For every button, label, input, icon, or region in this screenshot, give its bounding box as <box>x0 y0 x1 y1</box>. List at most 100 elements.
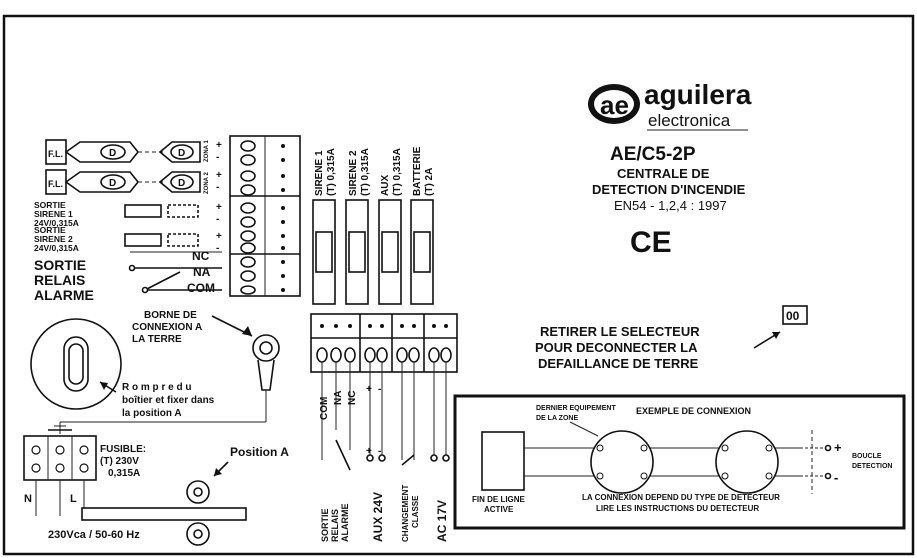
sortie-sirene1-a: SORTIE <box>34 200 66 210</box>
sortie-sirene2-b: SIRENE 2 <box>34 234 73 244</box>
svg-text:-: - <box>216 214 219 225</box>
breakout-hole <box>30 318 122 410</box>
bottom-alarme: ALARME <box>340 504 350 543</box>
sortie-relais-a: SORTIE <box>34 257 86 273</box>
zona2-label: ZONA 2 <box>204 172 210 194</box>
sirene2-symbol: + - <box>124 231 222 254</box>
term-minus1: - <box>378 384 381 395</box>
example-dernier-a: DERNIER EQUIPEMENT <box>536 405 616 412</box>
d-label-1b: D <box>178 148 185 159</box>
term-nc: NC <box>347 391 358 405</box>
relay-symbol <box>128 251 222 294</box>
svg-text:-: - <box>216 243 219 254</box>
sortie-sirene2-c: 24V/0,315A <box>34 243 79 253</box>
fuses <box>312 199 434 305</box>
example-minus: - <box>834 470 838 485</box>
example-note1: LA CONNEXION DEPEND DU TYPE DE DETECTEUR <box>582 493 780 502</box>
selector-jumper-label: 00 <box>786 309 800 323</box>
example-fin-b: ACTIVE <box>484 505 514 514</box>
position-a-label: Position A <box>230 445 289 459</box>
example-fin-a: FIN DE LIGNE <box>472 495 526 504</box>
svg-text:+: + <box>216 202 222 213</box>
earth-lug <box>59 315 280 434</box>
zone-2: F.L. D D ZONA 2 + - <box>45 169 222 195</box>
selector-arrow <box>753 331 781 349</box>
fl-label-2: F.L. <box>48 179 63 189</box>
term-plus1: + <box>366 384 372 395</box>
fusible-c: 0,315A <box>108 468 140 479</box>
sortie-relais-c: ALARME <box>34 287 94 303</box>
mains-n: N <box>24 493 32 505</box>
brand-logo: ae aguilera electronica <box>588 79 752 131</box>
example-panel <box>453 394 906 530</box>
brand-name: aguilera <box>644 79 752 110</box>
rompre-c: la position A <box>122 408 182 419</box>
selector-jumper[interactable] <box>782 305 808 325</box>
product-standard: EN54 - 1,2,4 : 1997 <box>614 198 727 213</box>
fuse3-label-a: AUX <box>380 175 391 196</box>
center-terminal-block <box>310 313 458 373</box>
bottom-sortie: SORTIE <box>320 508 330 542</box>
relay-com: COM <box>187 281 215 295</box>
brand-sub: electronica <box>648 111 731 130</box>
d-label-2a: D <box>109 178 116 189</box>
logo-mark: ae <box>600 90 629 120</box>
position-a-lug <box>81 461 247 546</box>
mains-terminal <box>23 425 97 516</box>
selector-a: RETIRER LE SELECTEUR <box>540 324 700 339</box>
rompre-a: R o m p r e d u <box>122 382 191 393</box>
fuse-labels: SIRENE 1 (T) 0,315A SIRENE 2 (T) 0,315A … <box>314 146 435 196</box>
mains-rating: 230Vca / 50-60 Hz <box>48 529 140 541</box>
bottom-classe: CLASSE <box>411 495 420 528</box>
relay-na: NA <box>193 265 211 279</box>
term-na: NA <box>333 391 344 405</box>
sortie-relais-b: RELAIS <box>34 272 85 288</box>
product-model: AE/C5-2P <box>610 144 696 165</box>
product-line2: DETECTION D'INCENDIE <box>592 182 746 197</box>
fuse2-label-b: (T) 0,315A <box>360 148 371 196</box>
bottom-ac17v: AC 17V <box>435 500 449 542</box>
bottom-aux24v: AUX 24V <box>371 492 385 542</box>
fuse2-label-a: SIRENE 2 <box>348 150 359 196</box>
svg-text:+: + <box>216 231 222 242</box>
center-wires <box>321 362 450 471</box>
term-plus2: + <box>366 446 372 457</box>
relay-nc: NC <box>192 249 210 263</box>
example-wiring <box>481 421 832 494</box>
term-com: COM <box>319 397 330 420</box>
svg-text:+: + <box>216 140 222 151</box>
sortie-sirene2-a: SORTIE <box>34 225 66 235</box>
example-plus: + <box>834 440 842 455</box>
example-boucle-a: BOUCLE <box>852 453 882 460</box>
zone-1: F.L. D D ZONA 1 + - <box>45 139 222 165</box>
fuse4-label-a: BATTERIE <box>412 146 423 196</box>
example-note2: LIRE LES INSTRUCTIONS DU DETECTEUR <box>596 504 759 513</box>
zona1-label: ZONA 1 <box>204 140 210 162</box>
fuse4-label-b: (T) 2A <box>424 168 435 196</box>
ce-mark: CE <box>630 226 672 259</box>
borne-a: BORNE DE <box>144 310 197 321</box>
fusible-b: (T) 230V <box>100 456 139 467</box>
fuse1-label-a: SIRENE 1 <box>314 150 325 196</box>
mains-l: L <box>70 493 77 505</box>
sirene1-symbol: + - <box>124 202 222 225</box>
d-label-1a: D <box>109 148 116 159</box>
svg-text:-: - <box>216 182 219 193</box>
selector-b: POUR DECONNECTER LA <box>535 340 698 355</box>
product-line1: CENTRALE DE <box>617 166 710 181</box>
rompre-b: boîtier et fixer dans <box>122 395 215 406</box>
fuse1-label-b: (T) 0,315A <box>326 148 337 196</box>
borne-b: CONNEXION A <box>132 322 202 333</box>
borne-c: LA TERRE <box>132 334 182 345</box>
fusible-a: FUSIBLE: <box>100 444 146 455</box>
selector-c: DEFAILLANCE DE TERRE <box>538 356 699 371</box>
sortie-sirene1-b: SIRENE 1 <box>34 209 73 219</box>
example-title: EXEMPLE DE CONNEXION <box>636 406 751 416</box>
example-boucle-b: DETECTION <box>852 463 892 470</box>
example-dernier-b: DE LA ZONE <box>536 415 578 422</box>
svg-text:-: - <box>216 152 219 163</box>
sortie-sirene1-c: 24V/0,315A <box>34 218 79 228</box>
svg-text:+: + <box>216 170 222 181</box>
diagram-frame <box>2 14 915 556</box>
